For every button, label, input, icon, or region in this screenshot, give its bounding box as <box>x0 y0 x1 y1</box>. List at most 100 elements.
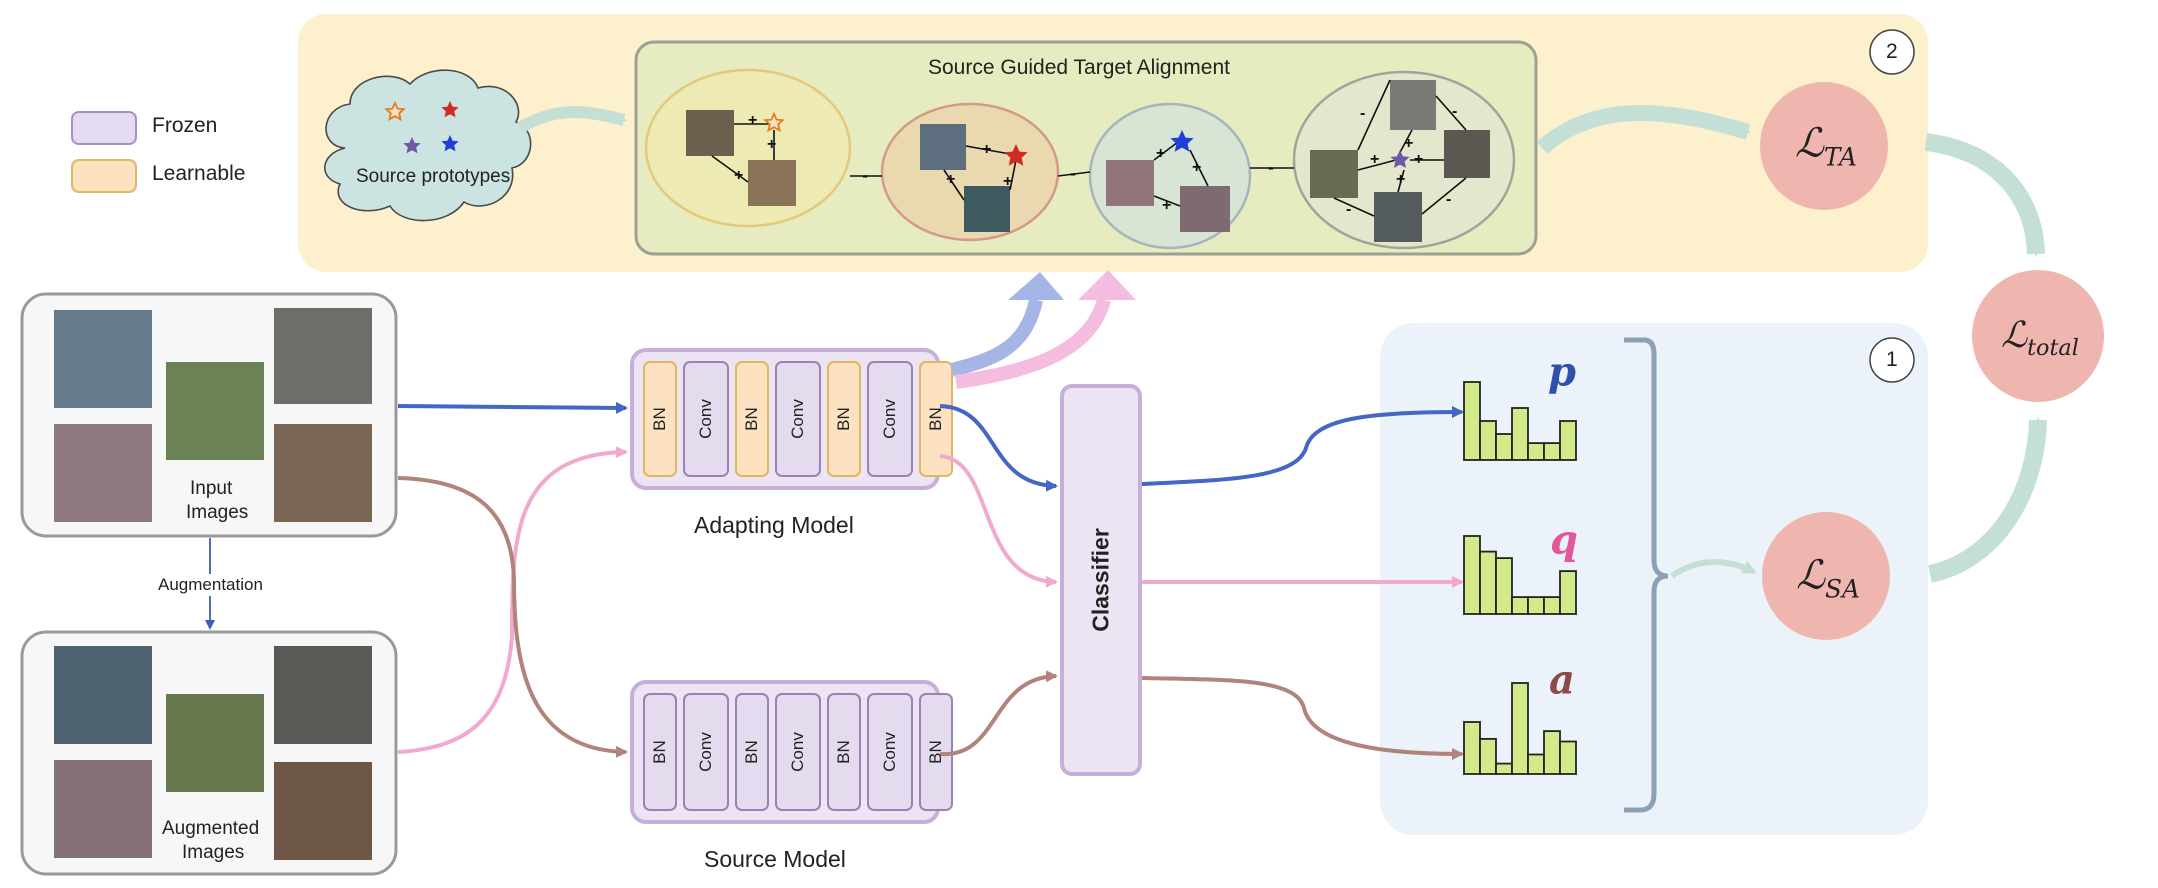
input-image <box>54 310 152 408</box>
histogram-bar-p <box>1543 442 1561 461</box>
loss-total-label: ℒtotal <box>2001 314 2079 362</box>
adapting-model-title: Adapting Model <box>694 512 854 538</box>
alignment-title: Source Guided Target Alignment <box>928 56 1230 79</box>
histogram-bar-a <box>1559 740 1577 775</box>
badge-1-label: 1 <box>1886 348 1898 371</box>
input-to-adapting-arrow <box>397 401 628 414</box>
cluster-image <box>1310 150 1358 198</box>
augmentation-label: Augmentation <box>156 574 265 596</box>
legend-learnable-label: Learnable <box>152 162 246 185</box>
blue-star-icon <box>1170 130 1194 152</box>
frozen-swatch <box>71 111 137 145</box>
histogram-bar-a <box>1511 682 1529 775</box>
histogram-bar-p <box>1527 442 1545 461</box>
classifier-label: Classifier <box>1087 528 1114 632</box>
input-image <box>54 424 152 522</box>
distribution-brace <box>1624 337 1669 813</box>
minus-sign: - <box>862 165 868 185</box>
input-image <box>274 308 372 404</box>
loss-ta-label: ℒTA <box>1795 120 1857 172</box>
plus-sign: + <box>1192 159 1201 176</box>
plus-sign: + <box>1404 135 1413 152</box>
source-prototypes-cloud <box>324 69 532 222</box>
cluster-link <box>943 145 1017 201</box>
source-layer-label: Conv <box>696 732 715 772</box>
input-image <box>274 424 372 522</box>
lsa-to-total-arrow <box>1927 417 2047 583</box>
adapting-layer-label: BN <box>742 407 761 431</box>
plus-sign: + <box>1370 151 1379 168</box>
legend-frozen-label: Frozen <box>152 114 218 137</box>
cluster-orange <box>644 68 852 228</box>
histogram-bar-p <box>1559 420 1577 461</box>
purple-prototype-star-icon <box>403 137 421 154</box>
classifier <box>1060 384 1142 776</box>
minus-sign: - <box>1360 105 1365 122</box>
minus-sign: - <box>1346 201 1351 218</box>
source-layer-label: BN <box>926 740 945 764</box>
source-layer-conv <box>867 693 913 811</box>
source-layer-conv <box>775 693 821 811</box>
input-image <box>166 362 264 460</box>
plus-sign: + <box>748 112 757 129</box>
adapting-layer-conv <box>775 361 821 477</box>
lta-to-total-arrow <box>1924 133 2045 257</box>
pink-upward-arrow <box>955 297 1111 389</box>
histogram-bar-q <box>1543 596 1561 615</box>
adapting-layer-bn <box>735 361 769 477</box>
orange-star-icon <box>763 111 785 133</box>
histogram-bar-q <box>1527 596 1545 615</box>
distribution-label-q: q <box>1550 516 1578 564</box>
minus-sign: - <box>1268 157 1274 177</box>
augmented-images-label-line1: Augmented <box>162 818 260 839</box>
histogram-bar-q <box>1479 550 1497 615</box>
source-layer-bn <box>643 693 677 811</box>
source-layer-bn <box>827 693 861 811</box>
loss-total-circle <box>1972 270 2104 402</box>
cluster-image <box>1374 192 1422 242</box>
cluster-image <box>1444 130 1490 178</box>
adapting-layer-conv <box>683 361 729 477</box>
augmented-image <box>274 762 372 860</box>
plus-sign: + <box>1414 151 1423 168</box>
blue-prototype-star-icon <box>441 135 459 152</box>
histogram-bar-q <box>1559 570 1577 615</box>
source-prototypes-label: Source prototypes <box>356 166 511 187</box>
augmented-image <box>54 760 152 858</box>
source-layer-label: BN <box>650 740 669 764</box>
cluster-image <box>964 186 1010 232</box>
distribution-label-a: a <box>1549 656 1575 704</box>
source-layer-label: BN <box>834 740 853 764</box>
input-images-label-line1: Input <box>190 478 233 499</box>
augmented-to-adapting-arrow <box>397 446 628 754</box>
histogram-bar-p <box>1479 420 1497 461</box>
cluster-image <box>748 160 796 206</box>
plus-sign: + <box>982 141 991 158</box>
plus-sign: + <box>734 167 743 184</box>
plus-sign: + <box>1156 145 1165 162</box>
loss-ta-circle <box>1760 82 1888 210</box>
badge-2 <box>1869 29 1915 75</box>
histogram-bar-a <box>1527 753 1545 775</box>
minus-sign: - <box>1070 163 1076 183</box>
histogram-bar-p <box>1463 381 1481 461</box>
histogram-bar-q <box>1495 557 1513 615</box>
histogram-bar-p <box>1511 407 1529 461</box>
plus-sign: + <box>946 171 955 188</box>
brace-to-lsa-arrow <box>1670 559 1757 579</box>
cluster-image <box>1390 80 1436 130</box>
adapting-layer-bn <box>643 361 677 477</box>
cluster-image <box>1180 186 1230 232</box>
learnable-swatch <box>71 159 137 193</box>
pink-upward-arrowhead <box>1078 270 1136 300</box>
cluster-link <box>711 123 775 183</box>
histogram-bar-a <box>1543 730 1561 775</box>
histogram-bar-q <box>1511 596 1529 615</box>
adapting-layer-label: Conv <box>880 399 899 439</box>
red-star-icon <box>1004 144 1028 166</box>
adapting-layer-label: BN <box>834 407 853 431</box>
histogram-bar-q <box>1463 535 1481 615</box>
prototype-arrow <box>516 106 627 134</box>
source-layer-label: Conv <box>788 732 807 772</box>
plus-sign: + <box>1003 173 1012 190</box>
